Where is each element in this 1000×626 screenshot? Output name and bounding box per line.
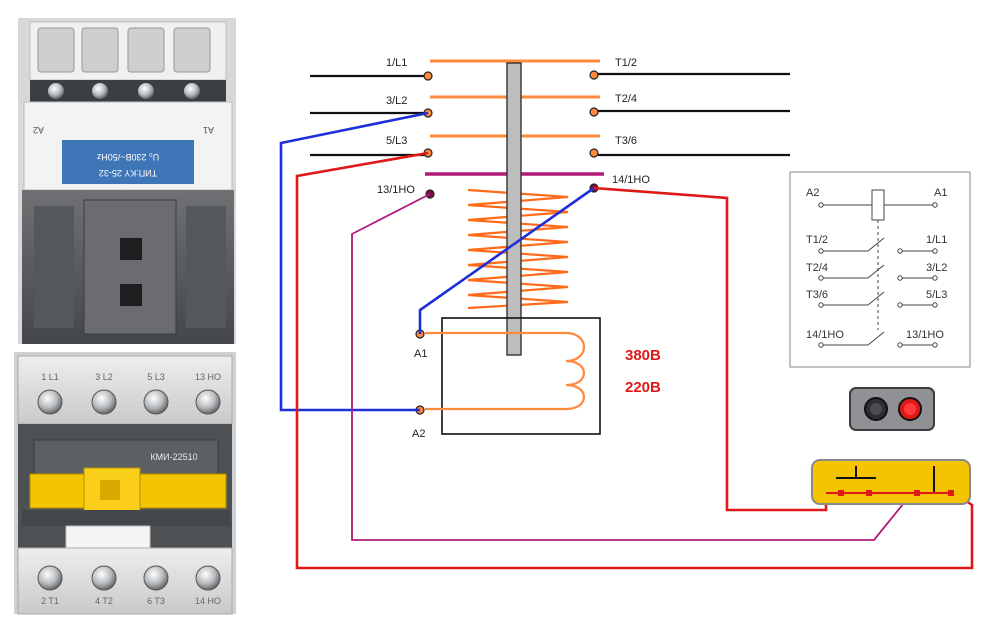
- legend-row-4-left: 14/1HO: [806, 329, 844, 341]
- legend-row-2-right: 3/L2: [926, 262, 947, 274]
- photo-plate-line-2: ТИП:KY 25-32: [99, 168, 157, 178]
- legend-row-3-left: T3/6: [806, 289, 828, 301]
- legend-row-1-left: T1/2: [806, 234, 828, 246]
- photo-model-label: КМИ-22510: [150, 452, 197, 462]
- label-t36: T3/6: [615, 135, 637, 147]
- label-13ho: 13/1HO: [377, 184, 415, 196]
- photo-side-label-right: A1: [203, 125, 214, 135]
- photo-plate-line-1: U₀ 230B~/50Hz: [96, 152, 159, 162]
- label-t12: T1/2: [615, 57, 637, 69]
- label-5l3: 5/L3: [386, 135, 407, 147]
- label-1l1: 1/L1: [386, 57, 407, 69]
- terminal-t24-dot: [589, 107, 599, 117]
- contactor-photo-bottom: 1 L1 3 L2 5 L3 13 HO КМИ-22510 2 T1 4 T2…: [14, 352, 236, 615]
- plunger-rod: [506, 62, 522, 356]
- legend-row-3-right: 5/L3: [926, 289, 947, 301]
- terminal-1l1-dot: [423, 71, 433, 81]
- photo-terminal-bottom-1: 2 T1: [41, 596, 59, 606]
- contactor-photo-top: A2 A1 U₀ 230B~/50Hz ТИП:KY 25-32: [18, 18, 236, 344]
- coil-housing: [441, 317, 601, 435]
- pushbutton-panel: [811, 459, 971, 505]
- photo-terminal-bottom-2: 4 T2: [95, 596, 113, 606]
- schematic-legend: A2 A1 T1/2 1/L1 T2/4 3/L2: [789, 171, 971, 368]
- photo-terminal-bottom-4: 14 HO: [195, 596, 221, 606]
- voltage-220: 220B: [625, 379, 661, 396]
- red-wire-l3-to-stop: [295, 151, 974, 570]
- magenta-wire-13ho-to-button: [351, 193, 913, 541]
- coil-winding: [425, 331, 585, 411]
- label-3l2: 3/L2: [386, 95, 407, 107]
- photo-terminal-top-4: 13 HO: [195, 372, 221, 382]
- label-a2: A2: [412, 428, 425, 440]
- legend-coil-a2: A2: [806, 187, 819, 199]
- supply-lines: [310, 72, 790, 157]
- blue-wire-14ho-to-a1: [418, 186, 595, 334]
- legend-row-1-right: 1/L1: [926, 234, 947, 246]
- terminal-t36-dot: [589, 148, 599, 158]
- terminal-t12-dot: [589, 70, 599, 80]
- photo-terminal-bottom-3: 6 T3: [147, 596, 165, 606]
- legend-row-4-right: 13/1HO: [906, 329, 944, 341]
- blue-wire-l2-to-a2: [279, 111, 429, 412]
- voltage-380: 380B: [625, 347, 661, 364]
- legend-row-2-left: T2/4: [806, 262, 828, 274]
- terminal-dots: [415, 70, 599, 415]
- photo-terminal-top-1: 1 L1: [41, 372, 59, 382]
- photo-terminal-top-3: 5 L3: [147, 372, 165, 382]
- label-a1: A1: [414, 348, 427, 360]
- label-t24: T2/4: [615, 93, 637, 105]
- legend-coil-a1: A1: [934, 187, 947, 199]
- photo-terminal-top-2: 3 L2: [95, 372, 113, 382]
- return-spring: [467, 188, 569, 310]
- indicator-button-station: [849, 387, 935, 431]
- label-14ho: 14/1HO: [612, 174, 650, 186]
- photo-side-label-left: A2: [33, 125, 44, 135]
